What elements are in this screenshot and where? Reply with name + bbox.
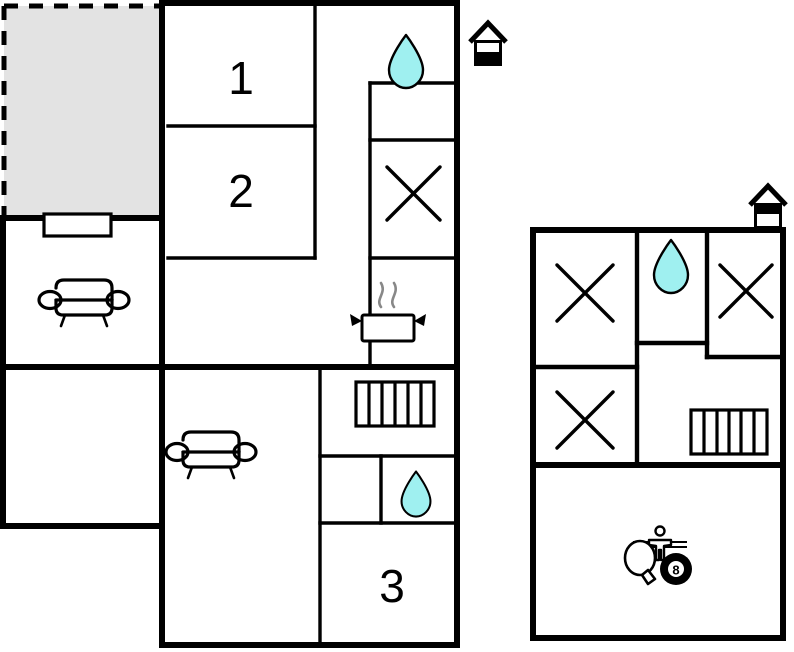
room-number-1: 1 <box>228 52 254 104</box>
cooking-pot-icon <box>348 281 428 343</box>
house-lower-floor-icon <box>748 182 788 229</box>
games-room-icon <box>623 525 694 587</box>
sofa-icon <box>37 278 131 328</box>
water-drop-icon <box>400 470 432 518</box>
lower-floor-partitions <box>530 227 786 468</box>
lower-floor-plan <box>530 182 788 641</box>
staircase-icon <box>689 408 769 456</box>
upper-floor-partitions <box>166 1 459 647</box>
house-upper-floor-icon <box>468 19 508 66</box>
lower-floor-walls <box>530 227 786 641</box>
cross-icon <box>718 263 774 319</box>
cross-icon <box>555 390 615 450</box>
water-drop-icon <box>652 238 690 295</box>
terrace-area <box>1 3 162 218</box>
cross-icon <box>385 165 442 222</box>
staircase-icon <box>354 380 436 428</box>
cross-icon <box>555 263 615 323</box>
sofa-icon <box>164 430 258 480</box>
upper-floor-plan: 1 2 3 <box>0 0 508 648</box>
water-drop-icon <box>387 33 425 90</box>
room-number-3: 3 <box>379 560 405 612</box>
room-number-2: 2 <box>228 165 254 217</box>
entrance-door[interactable] <box>42 212 113 238</box>
